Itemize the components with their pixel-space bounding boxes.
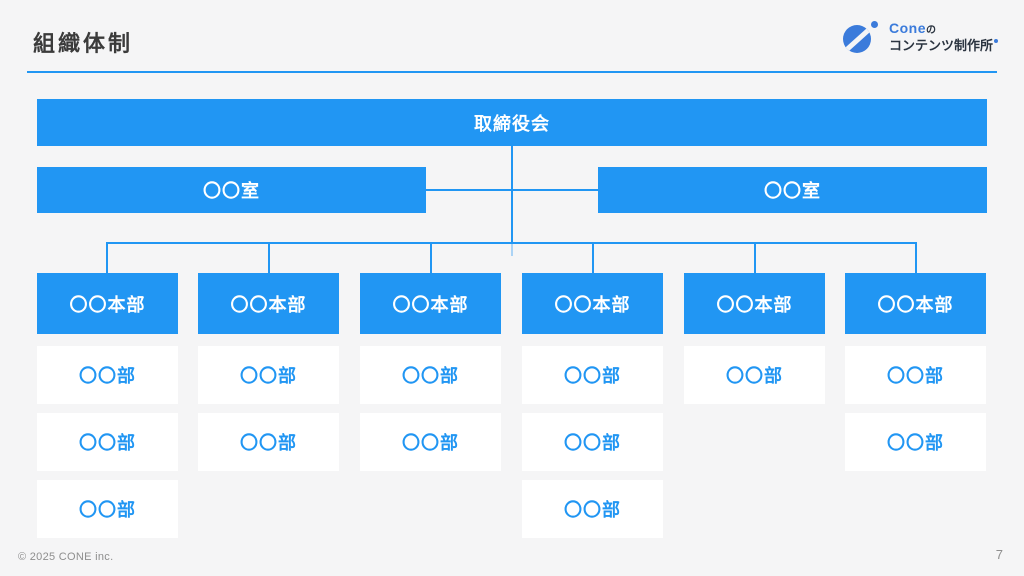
- copyright: © 2025 CONE inc.: [18, 551, 114, 563]
- division-column-1: 〇〇本部 〇〇部 〇〇部 〇〇部: [37, 273, 178, 538]
- org-box-department: 〇〇部: [522, 346, 663, 404]
- org-box-department: 〇〇部: [522, 413, 663, 471]
- org-box-department: 〇〇部: [37, 413, 178, 471]
- org-box-department: 〇〇部: [198, 346, 339, 404]
- division-column-5: 〇〇本部 〇〇部: [684, 273, 825, 404]
- org-box-department: 〇〇部: [522, 480, 663, 538]
- logo-subtitle-text: コンテンツ制作所: [888, 37, 993, 53]
- division-column-4: 〇〇本部 〇〇部 〇〇部 〇〇部: [522, 273, 663, 538]
- org-box-division: 〇〇本部: [522, 273, 663, 334]
- logo-superscript-dot-icon: [994, 38, 998, 43]
- connector-board-vertical: [511, 146, 513, 243]
- org-box-room-left: 〇〇室: [37, 167, 426, 213]
- org-box-department: 〇〇部: [845, 346, 986, 404]
- org-box-division: 〇〇本部: [684, 273, 825, 334]
- org-box-department: 〇〇部: [360, 413, 501, 471]
- logo-subtitle: コンテンツ制作所: [889, 38, 998, 54]
- org-box-department: 〇〇部: [360, 346, 501, 404]
- connector-division-stub: [915, 242, 917, 273]
- connector-divisions-horizontal: [106, 242, 916, 244]
- org-box-department: 〇〇部: [37, 480, 178, 538]
- org-box-division: 〇〇本部: [198, 273, 339, 334]
- org-box-board: 取締役会: [37, 99, 987, 146]
- org-box-division: 〇〇本部: [37, 273, 178, 334]
- connector-division-stub: [106, 242, 108, 273]
- division-column-6: 〇〇本部 〇〇部 〇〇部: [845, 273, 986, 471]
- cone-logo: Coneの コンテンツ制作所: [842, 18, 998, 56]
- header-divider: [27, 71, 997, 73]
- connector-division-stub: [754, 242, 756, 273]
- logo-circle-shape: [842, 25, 871, 53]
- division-column-3: 〇〇本部 〇〇部 〇〇部: [360, 273, 501, 471]
- org-box-division: 〇〇本部: [360, 273, 501, 334]
- connector-division-stub: [268, 242, 270, 273]
- org-box-division: 〇〇本部: [845, 273, 986, 334]
- division-column-2: 〇〇本部 〇〇部 〇〇部: [198, 273, 339, 471]
- connector-division-stub: [430, 242, 432, 273]
- org-box-department: 〇〇部: [37, 346, 178, 404]
- org-box-room-right: 〇〇室: [598, 167, 987, 213]
- page-title: 組織体制: [33, 31, 134, 56]
- connector-division-stub: [592, 242, 594, 273]
- logo-slash-shape: [842, 25, 871, 53]
- org-box-department: 〇〇部: [684, 346, 825, 404]
- logo-dot-shape: [870, 21, 878, 28]
- page-number: 7: [995, 547, 1003, 562]
- logo-brand-line: Coneの: [889, 20, 998, 38]
- logo-brand: Cone: [888, 20, 926, 37]
- connector-rooms-horizontal: [426, 189, 598, 191]
- cone-logo-icon: [842, 18, 881, 56]
- org-box-department: 〇〇部: [198, 413, 339, 471]
- logo-suffix: の: [925, 25, 936, 37]
- connector-center-overshoot: [511, 244, 513, 256]
- logo-text: Coneの コンテンツ制作所: [889, 20, 998, 54]
- org-box-department: 〇〇部: [845, 413, 986, 471]
